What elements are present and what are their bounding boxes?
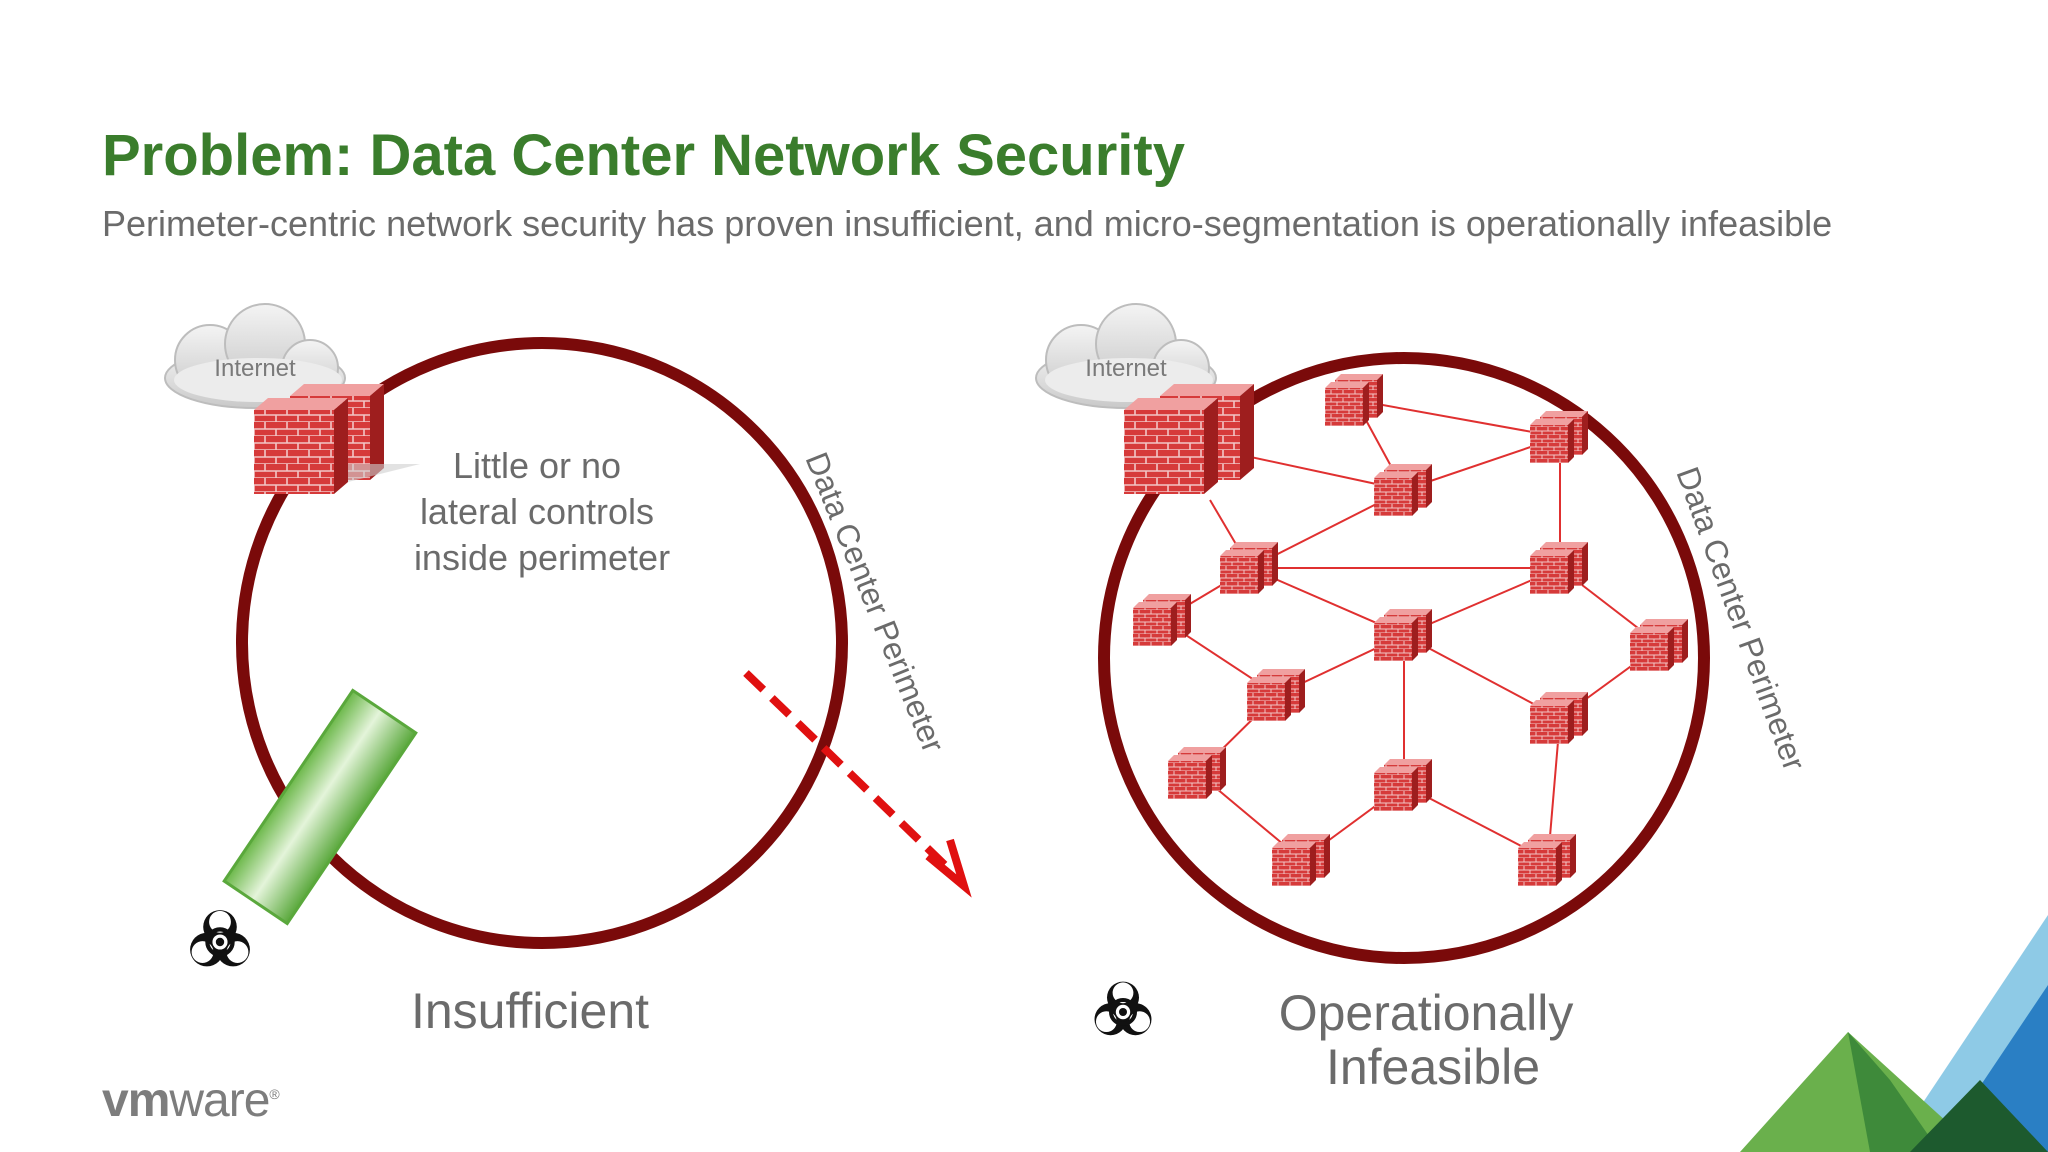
left-caption: Insufficient [411,983,649,1039]
slide-subtitle: Perimeter-centric network security has p… [102,203,1833,244]
firewall-icon [1168,747,1226,799]
firewall-icon [1374,759,1432,811]
firewall-icon [1133,594,1191,646]
firewall-icon [1530,411,1588,463]
logo-bold: vm [102,1074,170,1127]
firewall-icon [254,384,420,494]
firewall-icon [1530,692,1588,744]
vmware-logo: vmware® [102,1073,280,1128]
left-perimeter-label: Data Center Perimeter [799,447,952,758]
right-cloud-label: Internet [1085,355,1167,382]
logo-registered: ® [269,1086,279,1102]
left-internet-cloud: Internet [164,303,346,409]
right-diagram: Internet Data Center Perimeter Operation… [1035,303,1813,1095]
left-cloud-label: Internet [214,355,296,382]
right-caption: Operationally Infeasible [1279,985,1588,1095]
firewall-icon [1374,609,1432,661]
firewall-icon [1530,542,1588,594]
green-cylinder-icon [222,688,418,926]
biohazard-icon [190,910,250,966]
firewall-icon [1124,384,1254,494]
right-caption-line-2: Infeasible [1326,1039,1540,1095]
logo-rest: ware [169,1074,270,1127]
firewall-icon [1220,542,1278,594]
inner-text-line-2: lateral controls [420,491,654,532]
firewall-icon [1374,464,1432,516]
firewall-icon [1325,374,1383,426]
firewall-icon [1247,669,1305,721]
slide-title: Problem: Data Center Network Security [102,123,1185,188]
inner-text-line-3: inside perimeter [414,537,670,578]
left-perimeter-circle [236,337,848,949]
left-diagram: Internet Little or no lateral controls i… [164,303,972,1039]
biohazard-icon [1092,979,1154,1038]
firewall-icon [1518,834,1576,886]
corner-decoration [1740,915,2048,1152]
firewall-icon [1630,619,1688,671]
inner-text-line-1: Little or no [453,445,621,486]
right-perimeter-circle [1098,352,1710,964]
breach-arrow-icon [743,670,972,898]
lateral-controls-text: Little or no lateral controls inside per… [414,445,670,578]
right-caption-line-1: Operationally [1279,985,1574,1041]
